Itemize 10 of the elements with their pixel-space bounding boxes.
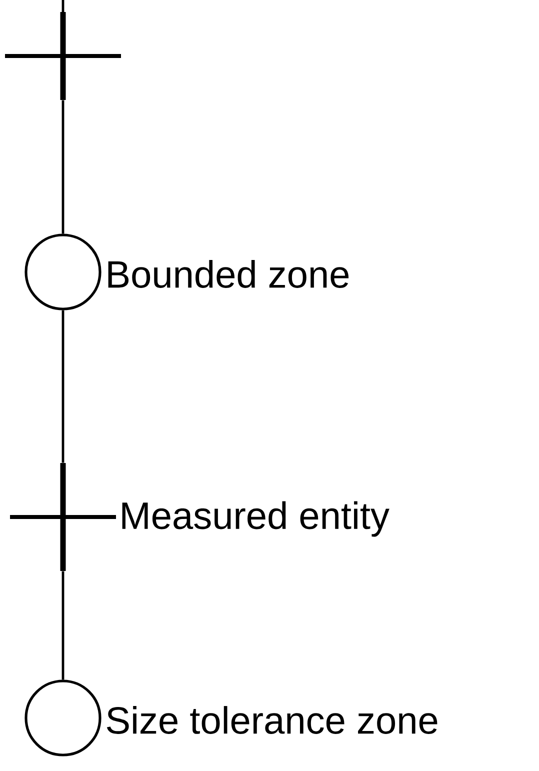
- connecting-line: [62, 571, 64, 680]
- circle-symbol: [24, 234, 102, 310]
- zone-label: Bounded zone: [108, 260, 349, 288]
- cross-symbol: [5, 0, 121, 100]
- cross-symbol: [10, 463, 116, 571]
- zone-label: Size tolerance zone: [106, 706, 438, 734]
- connecting-line: [62, 310, 64, 463]
- circle-symbol: [24, 680, 102, 756]
- connecting-line: [62, 100, 64, 234]
- zone-label: Measured entity: [122, 501, 390, 537]
